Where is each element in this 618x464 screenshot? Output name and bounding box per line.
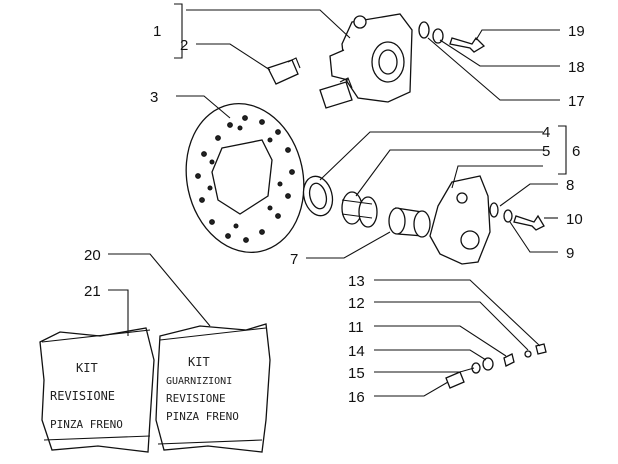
callout-20: 20 bbox=[84, 247, 101, 264]
callout-1: 1 bbox=[153, 23, 161, 40]
callout-10: 10 bbox=[566, 211, 583, 228]
kit-bag-right: KIT GUARNIZIONI REVISIONE PINZA FRENO bbox=[155, 323, 271, 453]
hub-support bbox=[429, 175, 491, 265]
brake-caliper bbox=[329, 13, 413, 103]
leader-lines bbox=[108, 3, 567, 397]
kit-left-line-1: KIT bbox=[76, 361, 98, 375]
callout-4: 4 bbox=[542, 124, 550, 141]
callout-21: 21 bbox=[84, 283, 101, 300]
callout-6: 6 bbox=[572, 143, 580, 160]
callout-2: 2 bbox=[180, 37, 188, 54]
hub-bolt-set bbox=[489, 202, 545, 231]
bleed-valve-parts bbox=[445, 343, 547, 389]
callout-12: 12 bbox=[348, 295, 365, 312]
callout-18: 18 bbox=[568, 59, 585, 76]
callout-17: 17 bbox=[568, 93, 585, 110]
kit-left-line-3: PINZA FRENO bbox=[50, 418, 123, 431]
callout-3: 3 bbox=[150, 89, 158, 106]
callout-5: 5 bbox=[542, 143, 550, 160]
callout-15: 15 bbox=[348, 365, 365, 382]
callout-8: 8 bbox=[566, 177, 574, 194]
brake-disc bbox=[185, 103, 305, 253]
callout-14: 14 bbox=[348, 343, 365, 360]
callout-19: 19 bbox=[568, 23, 585, 40]
callout-7: 7 bbox=[290, 251, 298, 268]
callout-numbers: 1 2 3 4 5 6 7 8 9 10 11 12 13 14 15 16 1… bbox=[84, 23, 585, 406]
brake-pads bbox=[267, 57, 353, 109]
kit-right-line-2: GUARNIZIONI bbox=[166, 376, 232, 387]
callout-13: 13 bbox=[348, 273, 365, 290]
caliper-bolt-set bbox=[418, 21, 486, 53]
kit-right-line-1: KIT bbox=[188, 355, 210, 369]
kit-right-line-4: PINZA FRENO bbox=[166, 410, 239, 423]
kit-left-line-2: REVISIONE bbox=[50, 389, 115, 403]
callout-9: 9 bbox=[566, 245, 574, 262]
callout-16: 16 bbox=[348, 389, 365, 406]
callout-11: 11 bbox=[348, 319, 364, 336]
kit-right-line-3: REVISIONE bbox=[166, 392, 226, 405]
kit-bag-left: KIT REVISIONE PINZA FRENO bbox=[39, 327, 155, 453]
bearing-assembly bbox=[302, 175, 431, 238]
